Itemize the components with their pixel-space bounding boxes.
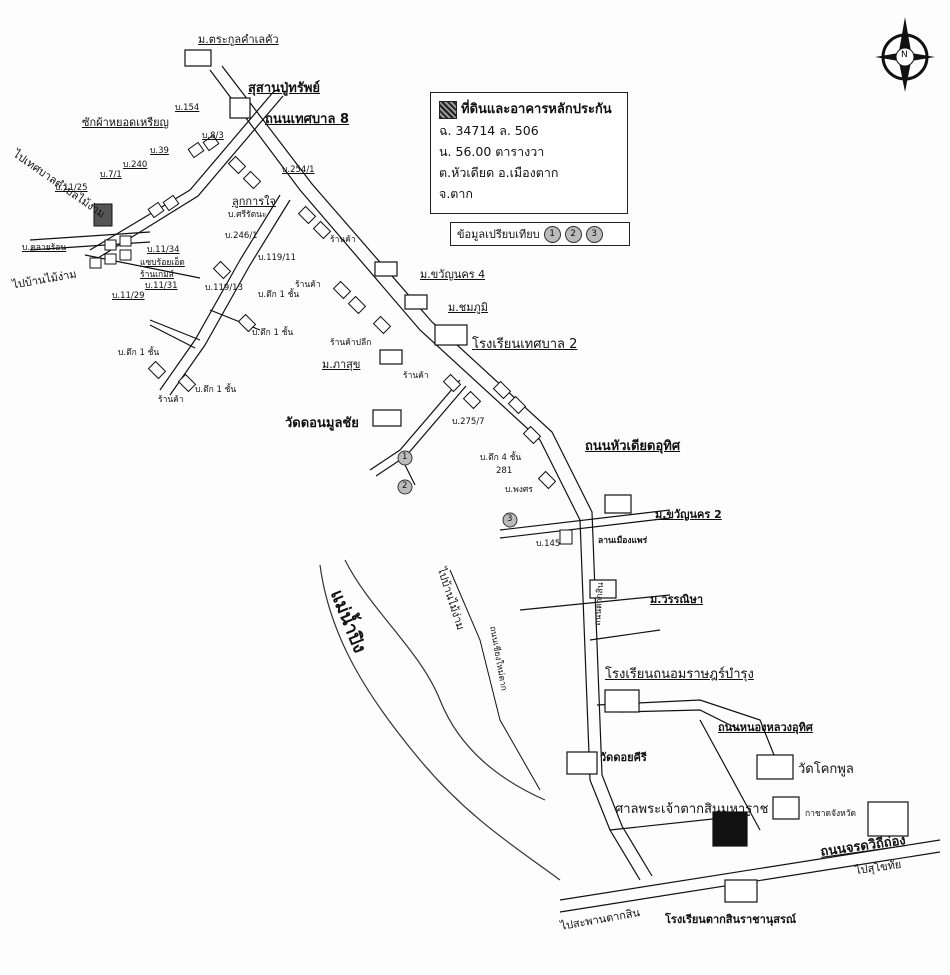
place-m-kwan2: ม.ขวัญนคร 2 <box>655 508 722 521</box>
road-huadiat-label: ถนนหัวเดียดอุทิศ <box>585 439 681 454</box>
place-school2: โรงเรียนเทศบาล 2 <box>472 337 578 352</box>
map-point-3-label: 3 <box>507 514 513 524</box>
legend-deed: ฉ. 34714 ล. 506 <box>439 123 539 138</box>
compass-letter: N <box>901 50 908 60</box>
road-rotated <box>449 569 541 791</box>
label-n281: 281 <box>496 466 513 476</box>
compare-point-2: 2 <box>564 225 582 243</box>
label-b145: บ.145 <box>536 539 561 549</box>
river-right-bank <box>344 559 546 801</box>
place-m-wannipa: ม.วรรณิษา <box>650 593 704 606</box>
label-b154: บ.154 <box>175 103 200 113</box>
label-tuk1: บ.ตึก 1 ชั้น <box>258 290 300 300</box>
label-tuk4floor: บ.ตึก 4 ชั้น <box>480 453 522 463</box>
place-chak: ซักผ้าหยอดเหรียญ <box>82 116 169 129</box>
label-kankarn: ลูกการใจ <box>232 195 276 208</box>
legend-title-row: ที่ดินและอาคารหลักประกัน <box>439 99 619 120</box>
label-phongsorn: บ.พงศร <box>505 485 533 495</box>
legend-area: น. 56.00 ตารางวา <box>439 144 545 159</box>
label-b119-13: บ.119/13 <box>205 283 244 293</box>
label-tuk3: บ.ตึก 1 ชั้น <box>118 348 160 358</box>
main-road <box>209 65 653 881</box>
place-lan-muang: ลานเมืองแพร่ <box>598 536 648 546</box>
map-point-1-label: 1 <box>402 452 408 462</box>
place-school-taksin: โรงเรียนตากสินราชานุสรณ์ <box>665 913 797 926</box>
place-cemetery: สุสานปู่ทรัพย์ <box>248 81 321 96</box>
place-provincial: กาชาดจังหวัด <box>805 809 857 819</box>
label-shop4: ร้านค้า <box>403 371 429 381</box>
map-compare-markers <box>397 450 518 528</box>
label-b11-25: บ.11/25 <box>55 183 88 193</box>
label-b39: บ.39 <box>150 146 169 156</box>
rotated-road-2-label: ถนนตากสิน <box>592 582 606 626</box>
road-south-branches <box>369 379 941 913</box>
compass-icon <box>875 17 935 92</box>
landmark-icons <box>184 49 909 903</box>
label-b254-1: บ.254/1 <box>282 165 315 175</box>
place-m-chom: ม.ชมภูมิ <box>448 301 488 314</box>
compare-label: ข้อมูลเปรียบเทียบ <box>457 228 540 241</box>
legend-province: จ.ตาก <box>439 186 474 201</box>
label-b240: บ.240 <box>123 160 148 170</box>
label-tuk2: บ.ตึก 1 ชั้น <box>252 328 294 338</box>
compare-legend: ข้อมูลเปรียบเทียบ 1 2 3 <box>450 222 630 246</box>
label-shop1: ร้านค้า <box>330 235 356 245</box>
legend-location: ต.หัวเดียด อ.เมืองตาก <box>439 165 559 180</box>
label-b119-11: บ.119/11 <box>258 253 297 263</box>
label-shop-game: ร้านเกมส์ <box>140 270 174 280</box>
collateral-swatch-icon <box>439 100 457 119</box>
map-point-2-label: 2 <box>402 481 408 491</box>
place-wat-doi: วัดดอยคีรี <box>600 751 647 764</box>
label-srirat: บ.ศรีรัตนะ <box>228 210 267 220</box>
river-left-bank <box>319 564 561 881</box>
compare-point-3: 3 <box>585 225 603 243</box>
road-thetsaban8-label: ถนนเทศบาล 8 <box>265 112 349 127</box>
label-shop3: ร้านค้า <box>158 395 184 405</box>
legend-title: ที่ดินและอาคารหลักประกัน <box>461 102 612 117</box>
building-blocks <box>89 134 573 545</box>
label-b11-34: บ.11/34 <box>147 245 180 255</box>
label-b246-1: บ.246/1 <box>225 231 258 241</box>
label-shop-pb: ร้านค้าปลีก <box>330 338 372 348</box>
collateral-parcel-icon <box>93 203 113 227</box>
place-school-thanon: โรงเรียนถนอมราษฎร์บำรุง <box>605 667 754 682</box>
legend-box: ที่ดินและอาคารหลักประกัน ฉ. 34714 ล. 506… <box>430 92 628 214</box>
label-b11-31: บ.11/31 <box>145 281 178 291</box>
label-b8-3: บ.8/3 <box>202 131 224 141</box>
label-shop2: ร้านค้า <box>295 280 321 290</box>
place-m-trakul: ม.ตระกูลคำเลคัว <box>198 33 279 46</box>
compass-rose: N <box>870 12 940 94</box>
stamp-mark <box>640 905 800 935</box>
place-m-phasuk: ม.ภาสุข <box>322 358 361 371</box>
label-saeb: แซบร้อยเอ็ด <box>140 258 185 268</box>
label-tuk4: บ.ตึก 1 ชั้น <box>195 385 237 395</box>
label-b7-1: บ.7/1 <box>100 170 122 180</box>
road-nonglaung-label: ถนนหนองหลวงอุทิศ <box>718 721 813 734</box>
place-wat-kok: วัดโคกพูล <box>798 762 854 777</box>
place-shrine: ศาลพระเจ้าตากสินมหาราช <box>615 802 769 817</box>
label-klayraun: บ.คลายร้อน <box>22 243 67 253</box>
place-m-kwan4: ม.ขวัญนคร 4 <box>420 268 486 281</box>
place-wat-don: วัดดอนมูลชัย <box>285 416 359 431</box>
label-b11-29: บ.11/29 <box>112 291 145 301</box>
compare-point-1: 1 <box>543 225 561 243</box>
label-b275-7: บ.275/7 <box>452 417 485 427</box>
